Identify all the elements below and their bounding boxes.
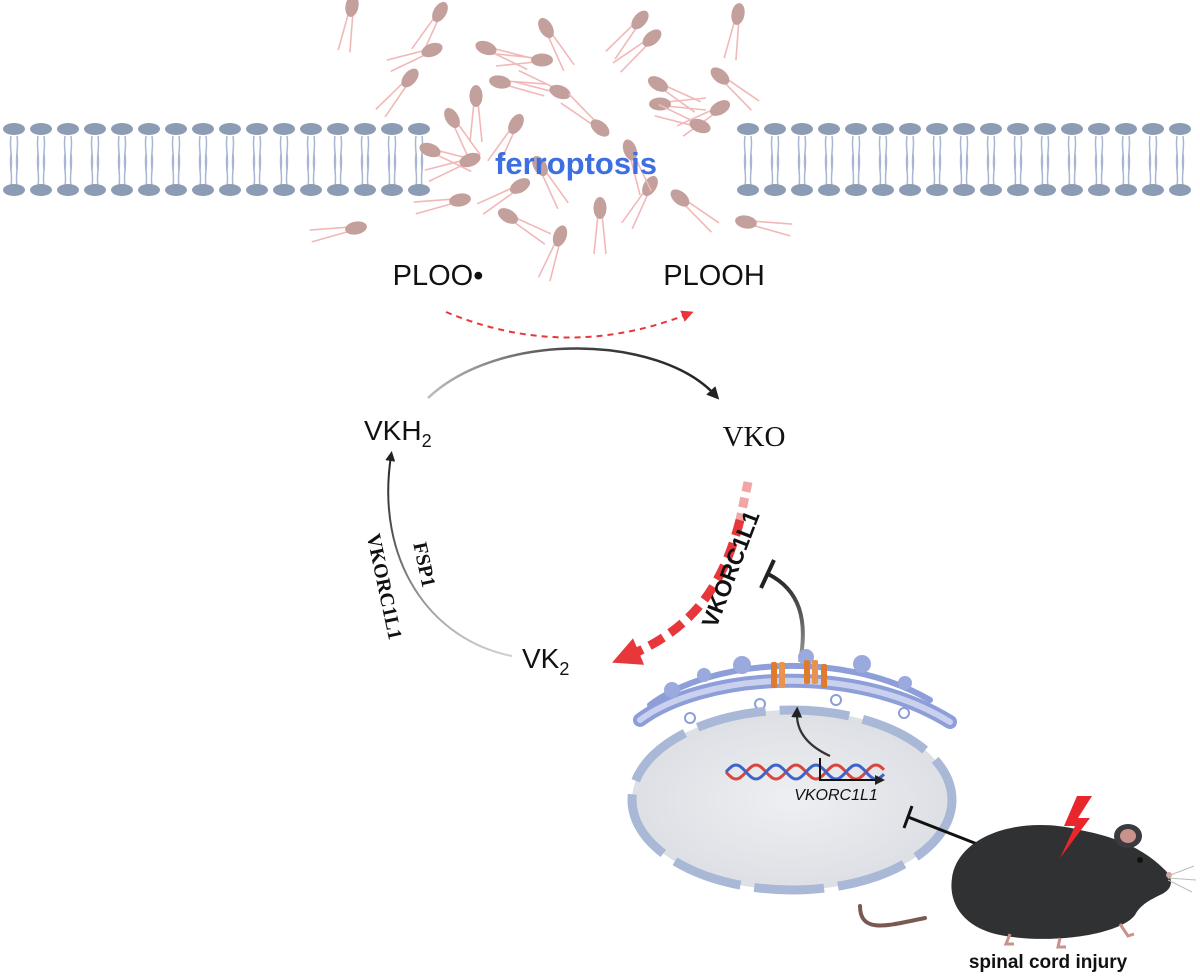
oxidized-lipid	[487, 113, 524, 168]
cell-membrane-left	[3, 123, 430, 196]
oxidized-lipid	[710, 67, 760, 111]
oxidized-lipid	[723, 3, 745, 61]
oxidized-lipid	[670, 189, 720, 233]
membrane-lipid	[30, 123, 52, 196]
oxidized-lipid	[495, 53, 553, 67]
vko-to-vk2-red-arrow	[612, 481, 753, 665]
membrane-lipid	[138, 123, 160, 196]
membrane-lipid	[381, 123, 403, 196]
injury-lightning-icon	[1060, 796, 1092, 858]
er-inhibits-vkorc1l1-step	[759, 559, 805, 663]
vkh2-label: VKH2	[364, 415, 432, 451]
membrane-lipid	[327, 123, 349, 196]
vko-label: VKO	[723, 421, 786, 453]
oxidized-lipid	[476, 178, 531, 215]
oxidized-lipid	[514, 69, 571, 100]
vkorc1l1-protein-icon	[771, 660, 827, 688]
vkh2-subscript: 2	[422, 431, 432, 451]
vk2-main: VK	[522, 643, 560, 674]
membrane-lipid	[300, 123, 322, 196]
spinal-cord-injury-label: spinal cord injury	[969, 952, 1128, 973]
membrane-lipid	[165, 123, 187, 196]
oxidized-lipid	[537, 225, 568, 282]
oxidized-lipid	[469, 85, 483, 143]
membrane-lipid	[818, 123, 840, 196]
plooh-label: PLOOH	[663, 260, 765, 292]
membrane-lipid	[791, 123, 813, 196]
ploo-to-plooh-arrow	[445, 310, 694, 339]
membrane-lipid	[219, 123, 241, 196]
membrane-lipid	[57, 123, 79, 196]
oxidized-lipid	[375, 68, 419, 118]
ferroptosis-label: ferroptosis	[495, 146, 657, 181]
fsp1-label: FSP1	[408, 540, 439, 589]
oxidized-lipid	[413, 193, 471, 215]
vkorc1l1-gene-label: VKORC1L1	[794, 787, 878, 804]
membrane-lipid	[737, 123, 759, 196]
ploo-radical-label: PLOO•	[393, 260, 484, 292]
membrane-lipid	[3, 123, 25, 196]
cell-membrane-right	[737, 123, 1191, 196]
oxidized-lipid	[386, 42, 443, 73]
oxidized-lipid	[424, 152, 481, 183]
gene-to-er-arrow	[791, 706, 831, 757]
scattered-lipids	[309, 0, 793, 282]
membrane-lipid	[408, 123, 430, 196]
mouse-icon	[858, 824, 1197, 949]
membrane-lipid	[1169, 123, 1191, 196]
oxidized-lipid	[489, 75, 547, 97]
membrane-lipid	[980, 123, 1002, 196]
membrane-lipid	[872, 123, 894, 196]
oxidized-lipid	[337, 0, 359, 53]
oxidized-lipid	[622, 139, 653, 196]
membrane-lipid	[764, 123, 786, 196]
vkh2-to-vko-arrow	[427, 347, 720, 400]
membrane-lipid	[1142, 123, 1164, 196]
membrane-lipid	[246, 123, 268, 196]
oxidized-lipid	[654, 103, 711, 134]
oxidized-lipid	[605, 10, 649, 60]
vk2-to-vkh2-arrow	[385, 451, 513, 657]
membrane-lipid	[1115, 123, 1137, 196]
vkorc1l1-right-label: VKORC1L1	[696, 507, 764, 631]
membrane-lipid	[1061, 123, 1083, 196]
membrane-lipid	[192, 123, 214, 196]
oxidized-lipid	[497, 208, 552, 245]
oxidized-lipid	[612, 29, 662, 73]
oxidized-lipid	[309, 221, 367, 243]
vkorc1l1-left-label: VKORC1L1	[362, 532, 406, 642]
dna-helix-icon	[724, 763, 886, 781]
membrane-lipid	[845, 123, 867, 196]
oxidized-lipid	[735, 215, 793, 237]
membrane-lipid	[84, 123, 106, 196]
membrane-lipid	[899, 123, 921, 196]
vk2-subscript: 2	[559, 659, 569, 679]
oxidized-lipid	[560, 93, 610, 137]
membrane-lipid	[111, 123, 133, 196]
vk2-label: VK2	[522, 643, 569, 679]
nucleus	[627, 705, 957, 895]
membrane-lipid	[354, 123, 376, 196]
vkh2-main: VKH	[364, 415, 422, 446]
transcription-start-arrow	[819, 758, 885, 785]
membrane-lipid	[1007, 123, 1029, 196]
membrane-lipid	[926, 123, 948, 196]
oxidized-lipid	[538, 17, 575, 72]
membrane-lipid	[1034, 123, 1056, 196]
oxidized-lipid	[593, 197, 607, 255]
membrane-lipid	[1088, 123, 1110, 196]
membrane-lipid	[953, 123, 975, 196]
oxidized-lipid	[621, 175, 658, 230]
dna-strand-blue	[724, 763, 886, 781]
oxidized-lipid	[532, 155, 569, 210]
membrane-lipid	[273, 123, 295, 196]
